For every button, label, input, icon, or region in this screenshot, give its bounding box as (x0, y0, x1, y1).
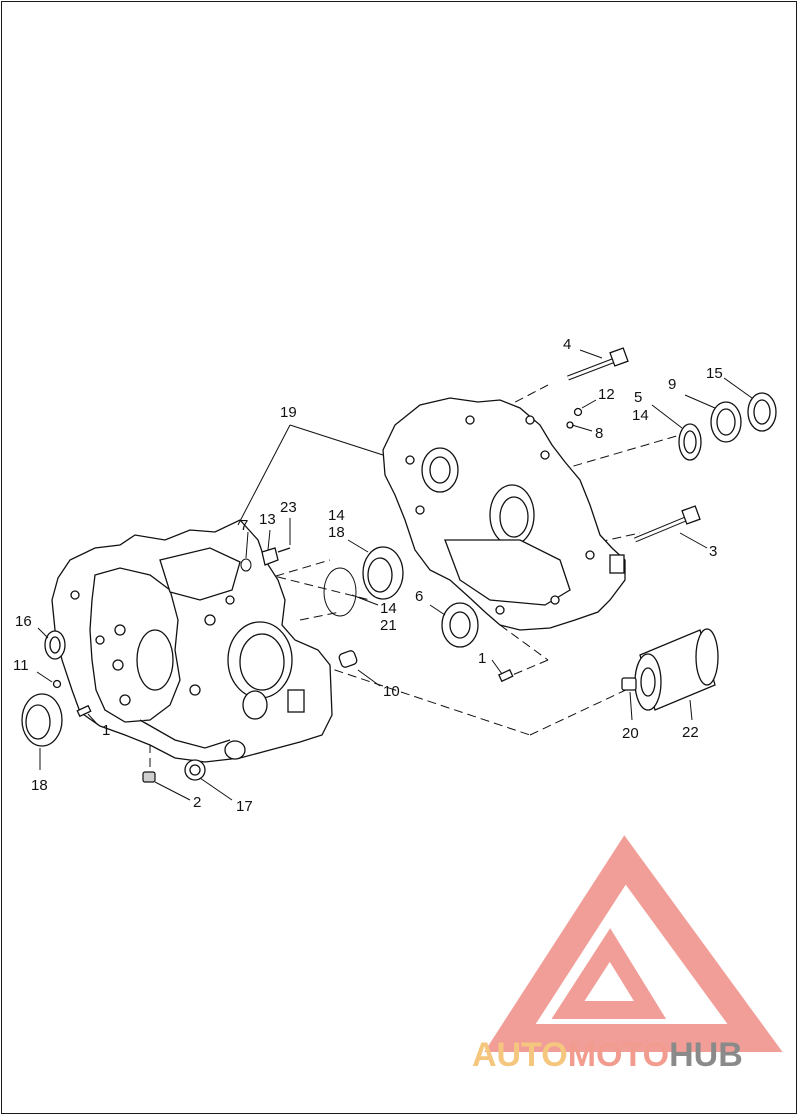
watermark-inner-mark (551, 928, 667, 1019)
retaining-ring-21 (323, 567, 357, 617)
callout-5: 5 (634, 389, 642, 406)
watermark-hub: HUB (669, 1036, 743, 1074)
callout-2: 2 (193, 794, 201, 811)
oil-filter-22 (634, 628, 719, 711)
watermark-logo (484, 835, 783, 1052)
valve-13 (261, 547, 279, 566)
watermark-moto: MOTO (568, 1036, 669, 1074)
callout-10: 10 (383, 683, 400, 700)
callout-14-top: 14 (632, 407, 649, 424)
watermark-text: AUTOMOTOHUB (472, 1036, 743, 1074)
callout-18-right: 18 (328, 524, 345, 541)
watermark-triangle (484, 835, 783, 1052)
callout-19: 19 (280, 404, 297, 421)
plug-2 (142, 771, 156, 783)
callout-16: 16 (15, 613, 32, 630)
right-crankcase-half (382, 397, 626, 631)
small-parts (21, 347, 777, 783)
callout-1-left: 1 (102, 722, 110, 739)
callout-12: 12 (598, 386, 615, 403)
leader-lines (36, 349, 753, 801)
callout-6: 6 (415, 588, 423, 605)
watermark-auto: AUTO (472, 1036, 568, 1074)
callout-15: 15 (706, 365, 723, 382)
fitting-20 (621, 677, 637, 691)
callout-7: 7 (240, 517, 248, 534)
o-ring-7 (240, 558, 252, 572)
bolt-4 (567, 347, 629, 381)
dowel-10 (338, 650, 358, 668)
pin-23 (277, 547, 291, 553)
callout-8: 8 (595, 425, 603, 442)
plug-11 (52, 679, 62, 689)
dowel-12 (573, 407, 583, 417)
callout-14-low: 14 (380, 600, 397, 617)
screw-1-right (498, 668, 514, 683)
callout-14-mid: 14 (328, 507, 345, 524)
callout-22: 22 (682, 724, 699, 741)
callout-17: 17 (236, 798, 253, 815)
callout-1-right: 1 (478, 650, 486, 667)
callout-11: 11 (13, 657, 29, 674)
callout-labels: 4 12 8 5 14 9 15 3 19 14 18 14 21 6 1 10… (13, 336, 723, 815)
callout-3: 3 (709, 543, 717, 560)
callout-18-left: 18 (31, 777, 48, 794)
callout-13: 13 (259, 511, 276, 528)
left-crankcase-half (51, 519, 333, 763)
callout-4: 4 (563, 336, 571, 353)
screw-1-left (76, 704, 92, 718)
callout-21: 21 (380, 617, 397, 634)
callout-23: 23 (280, 499, 297, 516)
callout-9: 9 (668, 376, 676, 393)
callout-20: 20 (622, 725, 639, 742)
bolt-3 (634, 505, 701, 543)
